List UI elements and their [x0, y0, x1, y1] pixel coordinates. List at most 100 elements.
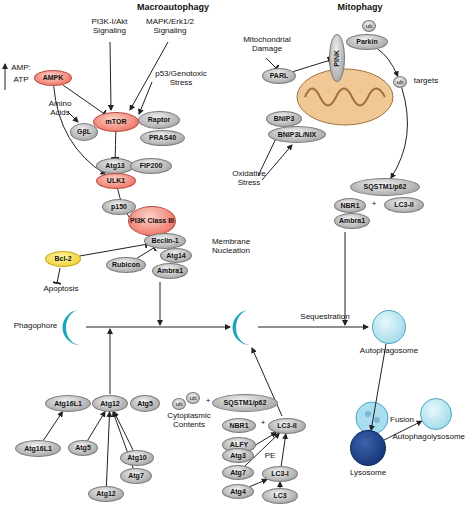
protein-oval: Atg12 [92, 395, 128, 412]
node-text: LC3-I [271, 470, 289, 477]
pathway-arrow [86, 327, 230, 328]
node-text: p150 [111, 203, 127, 210]
text-label: Apoptosis [36, 285, 86, 294]
protein-oval: Atg5 [68, 440, 98, 456]
protein-oval: Parkin [346, 34, 388, 50]
protein-oval: SQSTM1/p62 [350, 178, 420, 196]
node-text: Atg16L1 [54, 400, 82, 407]
text-label: p53/Genotoxic Stress [150, 70, 212, 88]
phagophore-crescent [233, 310, 251, 345]
lysosome-circle: Lysosome [350, 430, 386, 466]
node-text: Bcl-2 [54, 255, 71, 262]
ubiquitin-tag: ub [362, 20, 376, 32]
protein-oval: SQSTM1/p62 [212, 394, 278, 412]
protein-oval: Ambra1 [152, 263, 188, 279]
edge-label: Fusion [390, 415, 414, 424]
node-text: Atg7 [230, 469, 246, 476]
protein-oval: Raptor [138, 111, 180, 129]
mitochondrion-cristae [305, 89, 385, 106]
cargo-dot [365, 411, 371, 417]
protein-oval: LC3-II [384, 197, 424, 213]
protein-oval: Atg16L1 [45, 395, 91, 412]
protein-oval: LC3-II [268, 418, 306, 434]
node-text: LC3-II [277, 422, 296, 429]
node-text: Atg5 [75, 444, 91, 451]
signal-arrow [262, 145, 292, 180]
protein-oval: Atg10 [120, 450, 154, 466]
arrow-connector [114, 412, 133, 450]
protein-oval: NBR1 [222, 418, 256, 433]
text-label: ATP [9, 76, 33, 85]
vesicle-circle: Autophagolysosome [420, 398, 452, 430]
node-text: BNIP3L/NIX [278, 131, 317, 138]
node-text: AMPK [43, 74, 64, 81]
node-text: LC3 [273, 492, 286, 499]
protein-oval: ULK1 [96, 173, 136, 189]
text-label: Macroautophagy [118, 3, 228, 13]
protein-oval: Atg5 [130, 395, 160, 412]
protein-oval: NBR1 [334, 198, 366, 213]
phagophore-crescent [63, 310, 80, 345]
node-text: NBR1 [340, 202, 359, 209]
protein-oval: Rubicon [106, 257, 146, 273]
inhibition-connector [115, 132, 117, 158]
inhibition-connector [137, 248, 154, 258]
text-label: + [369, 200, 379, 209]
protein-oval: Beclin-1 [144, 233, 186, 249]
ubiquitin-tag: ub [393, 76, 407, 88]
arrow-connector [371, 344, 386, 431]
node-text: Rubicon [112, 261, 140, 268]
ratio-arrow [5, 64, 6, 90]
node-text: ub [176, 401, 183, 407]
text-label: Phagophore [8, 322, 63, 331]
node-text: PRAS40 [149, 134, 176, 141]
protein-oval: PRAS40 [140, 130, 185, 146]
protein-oval: LC3 [262, 488, 298, 504]
node-text: ub [190, 395, 197, 401]
mitochondrion [297, 69, 393, 125]
arrow-connector [106, 412, 109, 486]
text-label: PE [262, 452, 278, 461]
node-text: Atg10 [127, 454, 146, 461]
text-label: Sequestration [290, 313, 360, 322]
protein-oval: PI3K Class III [128, 206, 176, 236]
protein-oval: Bcl-2 [45, 251, 81, 267]
text-label: Mitophagy [320, 3, 400, 13]
signal-arrow [110, 42, 111, 110]
protein-oval: BNIP3 [266, 111, 302, 127]
node-text: Ambra1 [157, 267, 183, 274]
arrow-connector [88, 412, 105, 441]
text-label: PI3K-I/Akt Signaling [82, 18, 137, 36]
protein-oval: FIP200 [130, 158, 172, 174]
node-text: GβL [77, 128, 91, 135]
text-label: + [258, 419, 268, 428]
node-text: Atg12 [96, 490, 115, 497]
text-label: MAPK/Erk1/2 Signaling [140, 18, 200, 36]
node-text: Parkin [356, 38, 377, 45]
inhibition-line [57, 268, 60, 283]
vesicle-circle: Autophagosome [372, 310, 406, 344]
signal-arrow [139, 82, 152, 114]
text-label: targets [408, 77, 444, 86]
node-text: Atg4 [230, 488, 246, 495]
node-text: Atg12 [100, 400, 119, 407]
node-text: Atg13 [105, 162, 124, 169]
node-text: Atg7 [128, 472, 144, 479]
node-text: Beclin-1 [151, 237, 178, 244]
protein-oval: BNIP3L/NIX [268, 126, 326, 143]
protein-oval: LC3-I [262, 466, 298, 482]
pathway-arrow [258, 327, 368, 328]
protein-oval: Atg7 [222, 465, 254, 480]
node-text: SQSTM1/p62 [224, 399, 267, 406]
protein-oval: Atg13 [96, 158, 134, 174]
protein-oval: Atg7 [120, 468, 152, 484]
protein-oval: Atg16L1 [15, 440, 61, 457]
node-text: SQSTM1/p62 [364, 183, 407, 190]
inhibition-connector [293, 61, 329, 72]
node-text: NBR1 [229, 422, 248, 429]
text-label: + [203, 397, 213, 406]
arrow-connector [391, 88, 408, 178]
node-text: Lysosome [350, 468, 386, 477]
protein-oval: PARL [262, 68, 296, 84]
